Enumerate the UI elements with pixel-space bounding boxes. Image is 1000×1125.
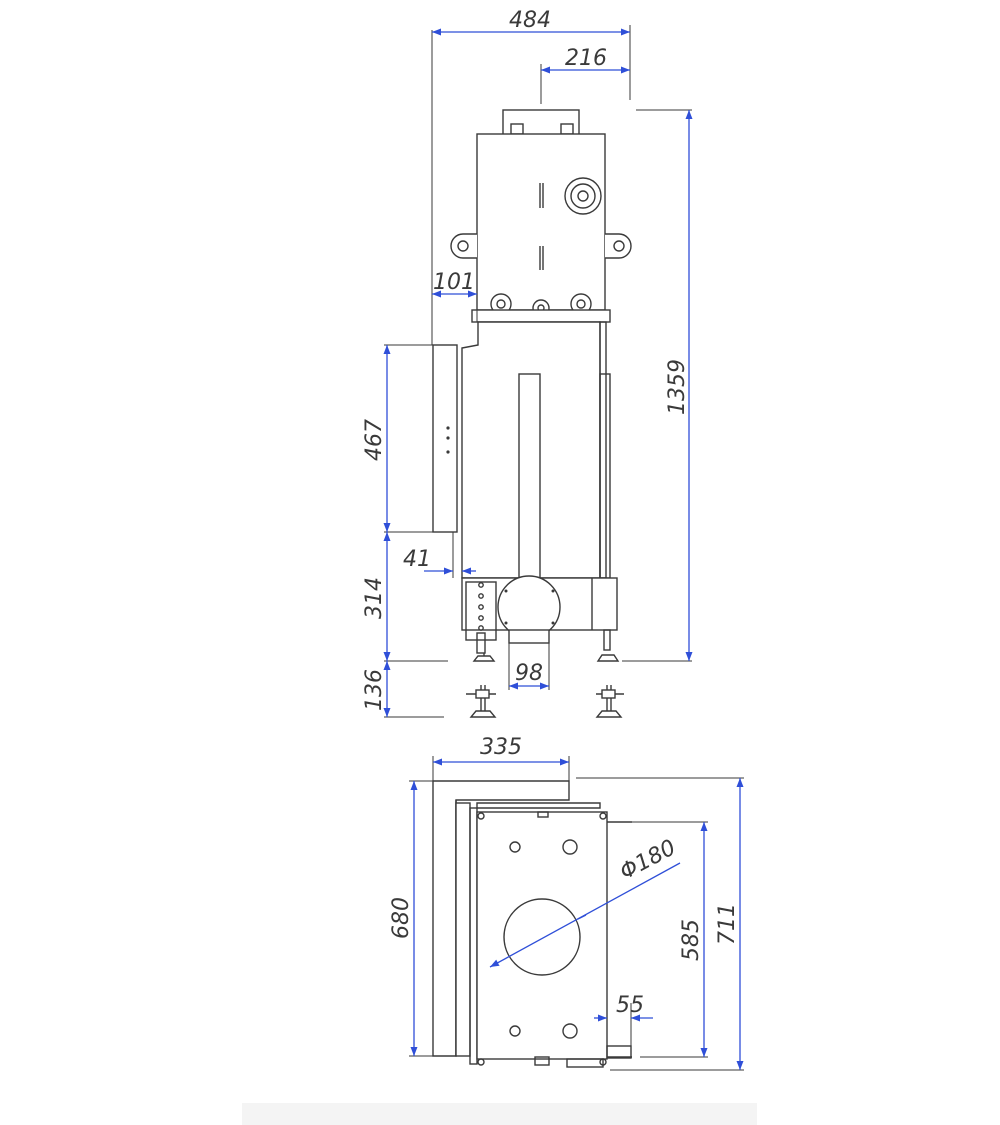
- dim-flue-bottom-width: 98: [515, 661, 543, 686]
- adjustable-leg-left: [466, 685, 497, 718]
- dim-width-total: 484: [509, 8, 551, 33]
- dim-inner-depth: 585: [679, 919, 704, 961]
- dim-legs-height: 136: [362, 669, 387, 711]
- dim-glass-height: 467: [362, 419, 387, 461]
- dim-base-height: 314: [362, 577, 387, 619]
- bottom-bar: [242, 1103, 757, 1125]
- top-view: [432, 780, 632, 1068]
- dim-flue-diameter: Φ180: [616, 835, 680, 885]
- dim-glass-offset: 101: [433, 270, 475, 295]
- adjustable-leg-right: [595, 685, 624, 718]
- dim-frame-offset: 41: [403, 547, 431, 572]
- front-view: [432, 109, 632, 718]
- dim-width-flue-offset: 216: [565, 46, 607, 71]
- dim-top-depth-left: 680: [389, 897, 414, 939]
- dim-side-offset: 55: [616, 993, 644, 1018]
- dim-height-total: 1359: [665, 359, 690, 415]
- dim-top-width: 335: [480, 735, 522, 760]
- front-view-dimensions: 484 216 1359 101 467 41 314 136 98: [362, 8, 693, 718]
- dim-top-depth-total: 711: [715, 903, 740, 945]
